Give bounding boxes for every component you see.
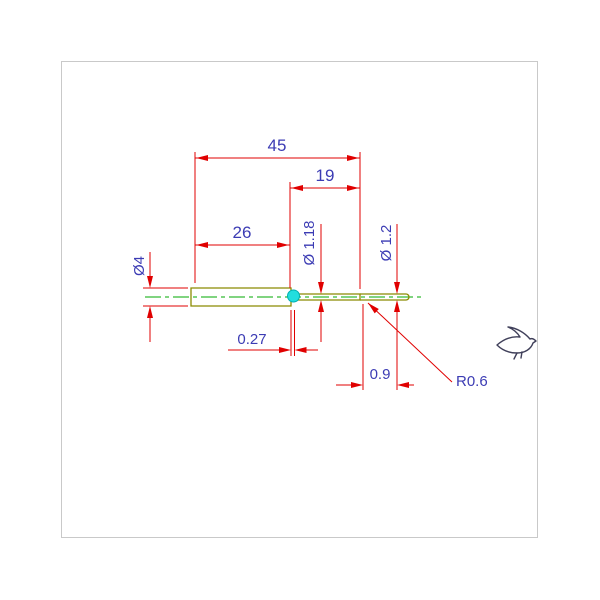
dimension-arrows <box>318 282 324 312</box>
bird-logo-icon <box>496 326 537 360</box>
grip-point[interactable] <box>287 289 300 303</box>
dimension-dia-1-2: Ø 1.2 <box>378 224 400 390</box>
tip-outline <box>360 293 410 301</box>
leader-r-0-6: R0.6 <box>367 302 488 390</box>
dimension-text-dia4: Ø4 <box>131 256 148 276</box>
dimension-arrows <box>351 382 409 388</box>
bird-body-path <box>496 326 537 354</box>
dimension-0-27: 0.27 <box>228 310 318 356</box>
leader-arrow <box>368 303 379 314</box>
leader-line <box>367 302 453 383</box>
bird-tail-path <box>513 351 523 360</box>
barrel-outline <box>190 287 292 307</box>
dimension-19: 19 <box>289 166 360 288</box>
dimension-text-dia12: Ø 1.2 <box>378 225 395 262</box>
dimension-text-09: 0.9 <box>370 366 391 383</box>
dimension-lines <box>194 152 361 289</box>
dimension-dia-1-18: Ø 1.18 <box>301 220 324 342</box>
dimension-lines <box>143 252 188 342</box>
dimension-lines <box>336 304 414 390</box>
dimension-arrows <box>394 282 400 312</box>
dimension-text-dia118: Ø 1.18 <box>301 220 318 265</box>
dimension-0-9: 0.9 <box>336 304 414 390</box>
dimension-text-26: 26 <box>233 223 252 242</box>
dimension-lines <box>228 310 318 356</box>
dimension-text-45: 45 <box>268 136 287 155</box>
dimension-text-r06: R0.6 <box>456 373 488 390</box>
dimension-dia-4: Ø4 <box>131 252 188 342</box>
dimension-text-027: 0.27 <box>237 331 266 348</box>
dimension-45: 45 <box>194 136 361 289</box>
canvas-frame <box>61 61 538 538</box>
dimension-arrows <box>147 276 153 318</box>
dimension-text-19: 19 <box>316 166 335 185</box>
dimension-arrows <box>279 347 307 353</box>
dimension-26: 26 <box>195 223 290 248</box>
